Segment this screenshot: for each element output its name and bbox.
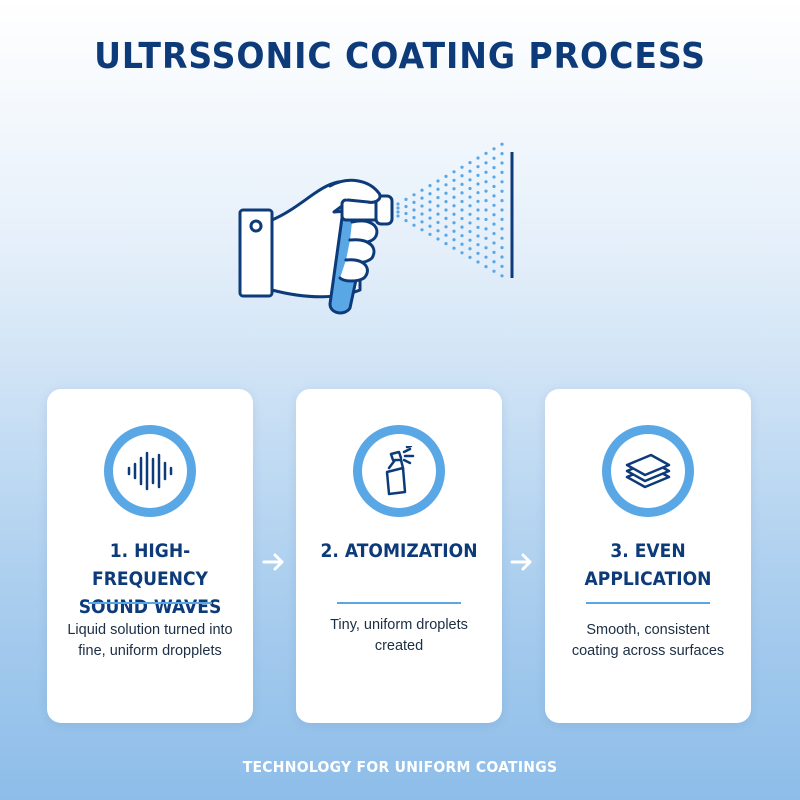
- step-title: 2. ATOMIZATION: [320, 540, 478, 562]
- step-description: Liquid solution turned into fine, unifor…: [67, 622, 233, 659]
- footer-tagline: TECHNOLOGY FOR UNIFORM COATINGS: [242, 758, 558, 776]
- step-title: 1. HIGH-FREQUENCY SOUND WAVES: [78, 540, 222, 618]
- hand-spray-bottle-icon: [238, 142, 514, 315]
- arrow-right-icon: [262, 553, 284, 571]
- step-description: Smooth, consistent coating across surfac…: [571, 622, 725, 659]
- divider: [586, 602, 710, 604]
- step-card-3: 3. EVEN APPLICATION Smooth, consistent c…: [545, 389, 751, 723]
- step-icon-ring: [353, 425, 445, 517]
- page-title: ULTRSSONIC COATING PROCESS: [94, 36, 706, 77]
- step-icon-ring: [104, 425, 196, 517]
- hero-illustration: [230, 140, 530, 330]
- step-description: Tiny, uniform droplets created: [330, 617, 468, 654]
- layers-icon: [625, 453, 671, 489]
- spray-bottle-icon: [385, 446, 415, 496]
- spray-mist: [396, 142, 504, 278]
- step-title: 3. EVEN APPLICATION: [584, 540, 712, 590]
- divider: [337, 602, 461, 604]
- step-icon-ring: [602, 425, 694, 517]
- arrow-right-icon: [510, 553, 532, 571]
- divider: [88, 602, 212, 604]
- step-card-2: 2. ATOMIZATION Tiny, uniform droplets cr…: [296, 389, 502, 723]
- step-card-1: 1. HIGH-FREQUENCY SOUND WAVES Liquid sol…: [47, 389, 253, 723]
- sound-wave-icon: [127, 451, 173, 491]
